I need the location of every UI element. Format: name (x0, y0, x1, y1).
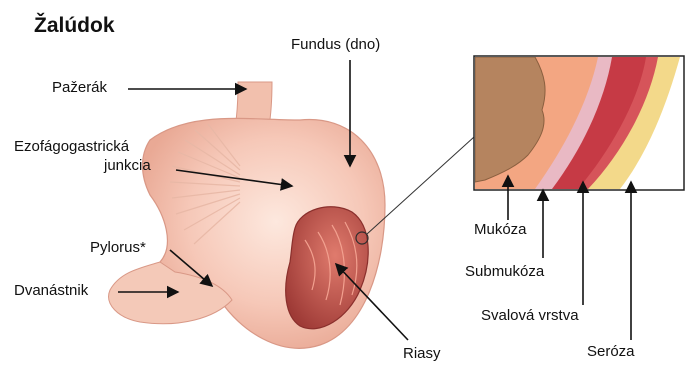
layers-inset (474, 56, 684, 190)
label-duodenum: Dvanástnik (14, 282, 88, 300)
label-muscle-layer: Svalová vrstva (481, 307, 579, 325)
label-fundus: Fundus (dno) (291, 36, 380, 54)
label-ge-junction-line2: junkcia (104, 157, 151, 175)
label-rugae: Riasy (403, 345, 441, 363)
label-submucosa: Submukóza (465, 263, 544, 281)
label-mucosa: Mukóza (474, 221, 527, 239)
label-serosa: Seróza (587, 343, 635, 361)
label-ge-junction-line1: Ezofágogastrická (14, 138, 129, 156)
label-pylorus: Pylorus* (90, 239, 146, 257)
label-esophagus: Pažerák (52, 79, 107, 97)
